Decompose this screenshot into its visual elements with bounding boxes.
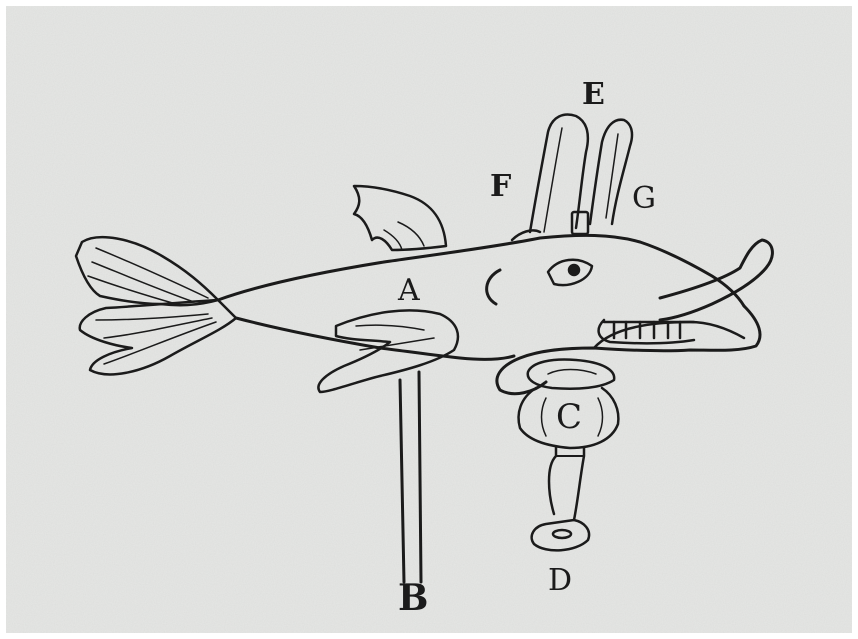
label-d: D (548, 563, 572, 598)
label-c: C (556, 397, 582, 437)
label-b: B (398, 577, 428, 619)
paper-background: A B C D E F G (6, 6, 852, 633)
label-f: F (490, 169, 511, 204)
label-e: E (582, 77, 605, 112)
label-a: A (397, 273, 420, 308)
fish-vane-diagram: A B C D E F G (6, 6, 852, 633)
label-g: G (632, 181, 656, 216)
